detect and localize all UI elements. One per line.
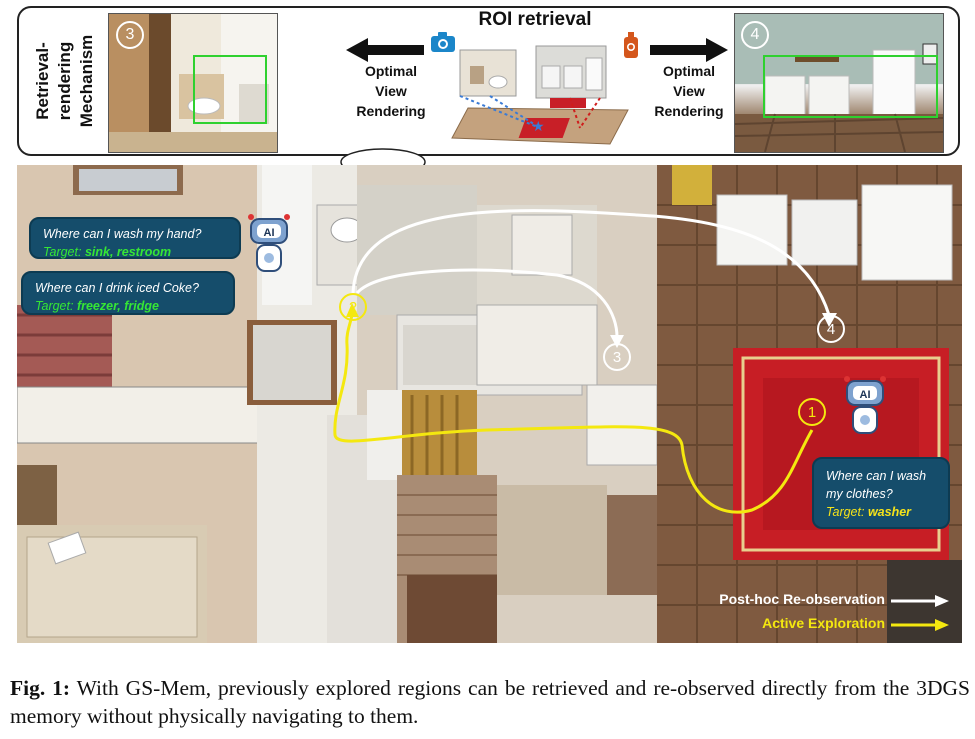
mechanism-label-line3: Mechanism: [77, 35, 96, 128]
optimal-view-rendering-right: Optimal View Rendering: [640, 61, 738, 121]
right-arrow: [650, 38, 728, 62]
bubble-wash-hand: Where can I wash my hand? Target: sink, …: [29, 217, 241, 259]
reobservation-path-to-3: [355, 268, 619, 338]
left-arrow: [346, 38, 424, 62]
robot-icon: AI: [245, 211, 293, 275]
floorplan-scene: Where can I wash my hand? Target: sink, …: [17, 165, 962, 643]
roi-retrieval-illustration: ★: [440, 38, 630, 148]
bubble-wash-clothes-target-prefix: Target:: [826, 505, 868, 519]
exploration-path: [333, 314, 814, 514]
view-badge-3: 3: [116, 21, 144, 49]
caption-label: Fig. 1:: [10, 676, 71, 700]
svg-text:★: ★: [532, 118, 545, 134]
waypoint-3: 3: [603, 343, 631, 371]
bubble-iced-coke: Where can I drink iced Coke? Target: fre…: [21, 271, 235, 315]
left-label-line2: View: [375, 83, 407, 99]
view-badge-4: 4: [741, 21, 769, 49]
bubble-wash-clothes-target: washer: [867, 505, 912, 519]
bubble-wash-clothes-question-2: my clothes?: [826, 487, 893, 501]
roi-box-laundry: [763, 55, 938, 118]
bubble-wash-clothes-question-1: Where can I wash: [826, 469, 927, 483]
mechanism-label: Retrieval- rendering Mechanism: [22, 22, 112, 140]
bubble-wash-hand-target-prefix: Target:: [43, 245, 85, 259]
caption-text: With GS-Mem, previously explored regions…: [10, 676, 970, 728]
trajectory-overlay: [333, 209, 837, 514]
legend-exploration-label: Active Exploration: [762, 615, 885, 631]
reobservation-path-to-4: [351, 209, 831, 316]
waypoint-4: 4: [817, 315, 845, 343]
legend-reobservation-arrow: [891, 595, 949, 607]
legend-exploration-arrow: [891, 619, 949, 631]
optimal-view-rendering-left: Optimal View Rendering: [342, 61, 440, 121]
right-label-line3: Rendering: [654, 103, 724, 119]
mechanism-label-line1: Retrieval-: [33, 42, 52, 119]
bubble-iced-coke-target-prefix: Target:: [35, 299, 77, 313]
waypoint-2: 2: [339, 293, 367, 321]
bubble-wash-hand-question: Where can I wash my hand?: [43, 227, 202, 241]
robot-icon-laundry-label: AI: [860, 389, 871, 401]
left-label-line3: Rendering: [356, 103, 426, 119]
right-label-line1: Optimal: [662, 63, 716, 79]
reobservation-arrowhead-3: [610, 335, 624, 348]
left-label-line1: Optimal: [364, 63, 418, 79]
right-label-line2: View: [673, 83, 705, 99]
robot-icon-laundry: AI: [841, 373, 889, 437]
robot-icon-label: AI: [264, 227, 275, 239]
mechanism-label-line2: rendering: [55, 42, 74, 120]
camera-blue-icon: [430, 31, 456, 53]
figure-caption: Fig. 1: With GS-Mem, previously explored…: [10, 674, 970, 730]
bubble-iced-coke-target: freezer, fridge: [76, 299, 159, 313]
camera-orange-icon: [622, 31, 640, 59]
bubble-wash-hand-target: sink, restroom: [84, 245, 172, 259]
waypoint-1: 1: [798, 398, 826, 426]
bubble-iced-coke-question: Where can I drink iced Coke?: [35, 281, 199, 295]
legend-reobservation-label: Post-hoc Re-observation: [719, 591, 885, 607]
rendered-view-laundry: [734, 13, 944, 153]
roi-retrieval-title: ROI retrieval: [478, 9, 592, 30]
roi-box-restroom: [193, 55, 267, 124]
bubble-wash-clothes: Where can I wash my clothes? Target: was…: [812, 457, 950, 529]
